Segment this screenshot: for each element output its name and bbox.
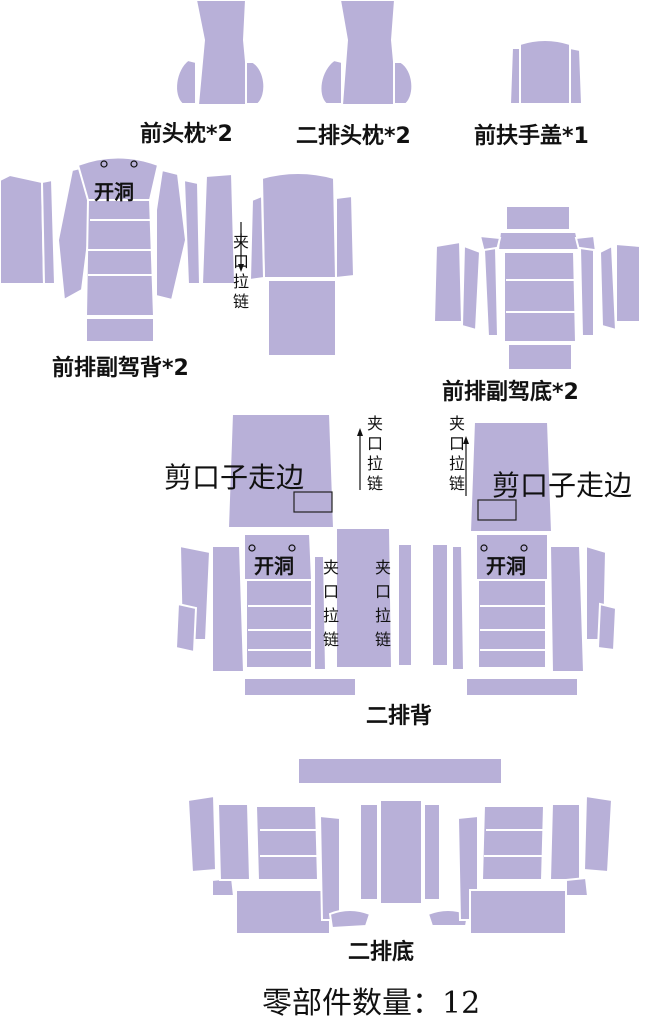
front-base-label: 前排副驾底*2 <box>442 380 579 405</box>
front-armrest-label: 前扶手盖*1 <box>474 124 589 149</box>
second-back-pieces <box>174 413 618 697</box>
second-base-label: 二排底 <box>348 940 415 965</box>
cut-box-left <box>293 491 333 513</box>
open-hole-label-second-right: 开洞 <box>486 554 526 578</box>
second-back-label: 二排背 <box>366 704 433 729</box>
zipper-label-back-right: 夹 口 拉 链 <box>448 414 465 493</box>
front-headrest-label: 前头枕*2 <box>140 122 233 147</box>
front-base-pieces <box>432 205 641 371</box>
cut-edge-label-left: 剪口子走边 <box>164 461 305 494</box>
front-back-left-pieces <box>0 156 237 343</box>
zipper-label-strip-right: 夹 口 拉 链 <box>374 558 391 649</box>
hole-markers <box>100 160 528 552</box>
armrest-pieces <box>508 39 584 105</box>
front-headrest-pieces <box>175 0 266 106</box>
cut-box-right <box>477 499 517 521</box>
open-hole-label-second-left: 开洞 <box>254 554 294 578</box>
second-headrest-pieces <box>319 0 414 106</box>
second-base-pieces <box>186 757 614 935</box>
front-back-label: 前排副驾背*2 <box>52 356 189 381</box>
open-hole-label-front: 开洞 <box>94 180 134 204</box>
zipper-label-strip-left: 夹 口 拉 链 <box>322 558 339 649</box>
zipper-arrows <box>238 222 469 496</box>
front-back-center-pieces <box>248 172 356 357</box>
second-headrest-label: 二排头枕*2 <box>296 124 411 149</box>
parts-count-label: 零部件数量：12 <box>262 986 481 1021</box>
cut-edge-label-right: 剪口子走边 <box>492 469 633 502</box>
zipper-label-front: 夹 口 拉 链 <box>232 232 249 311</box>
zipper-label-back-left: 夹 口 拉 链 <box>366 414 383 493</box>
